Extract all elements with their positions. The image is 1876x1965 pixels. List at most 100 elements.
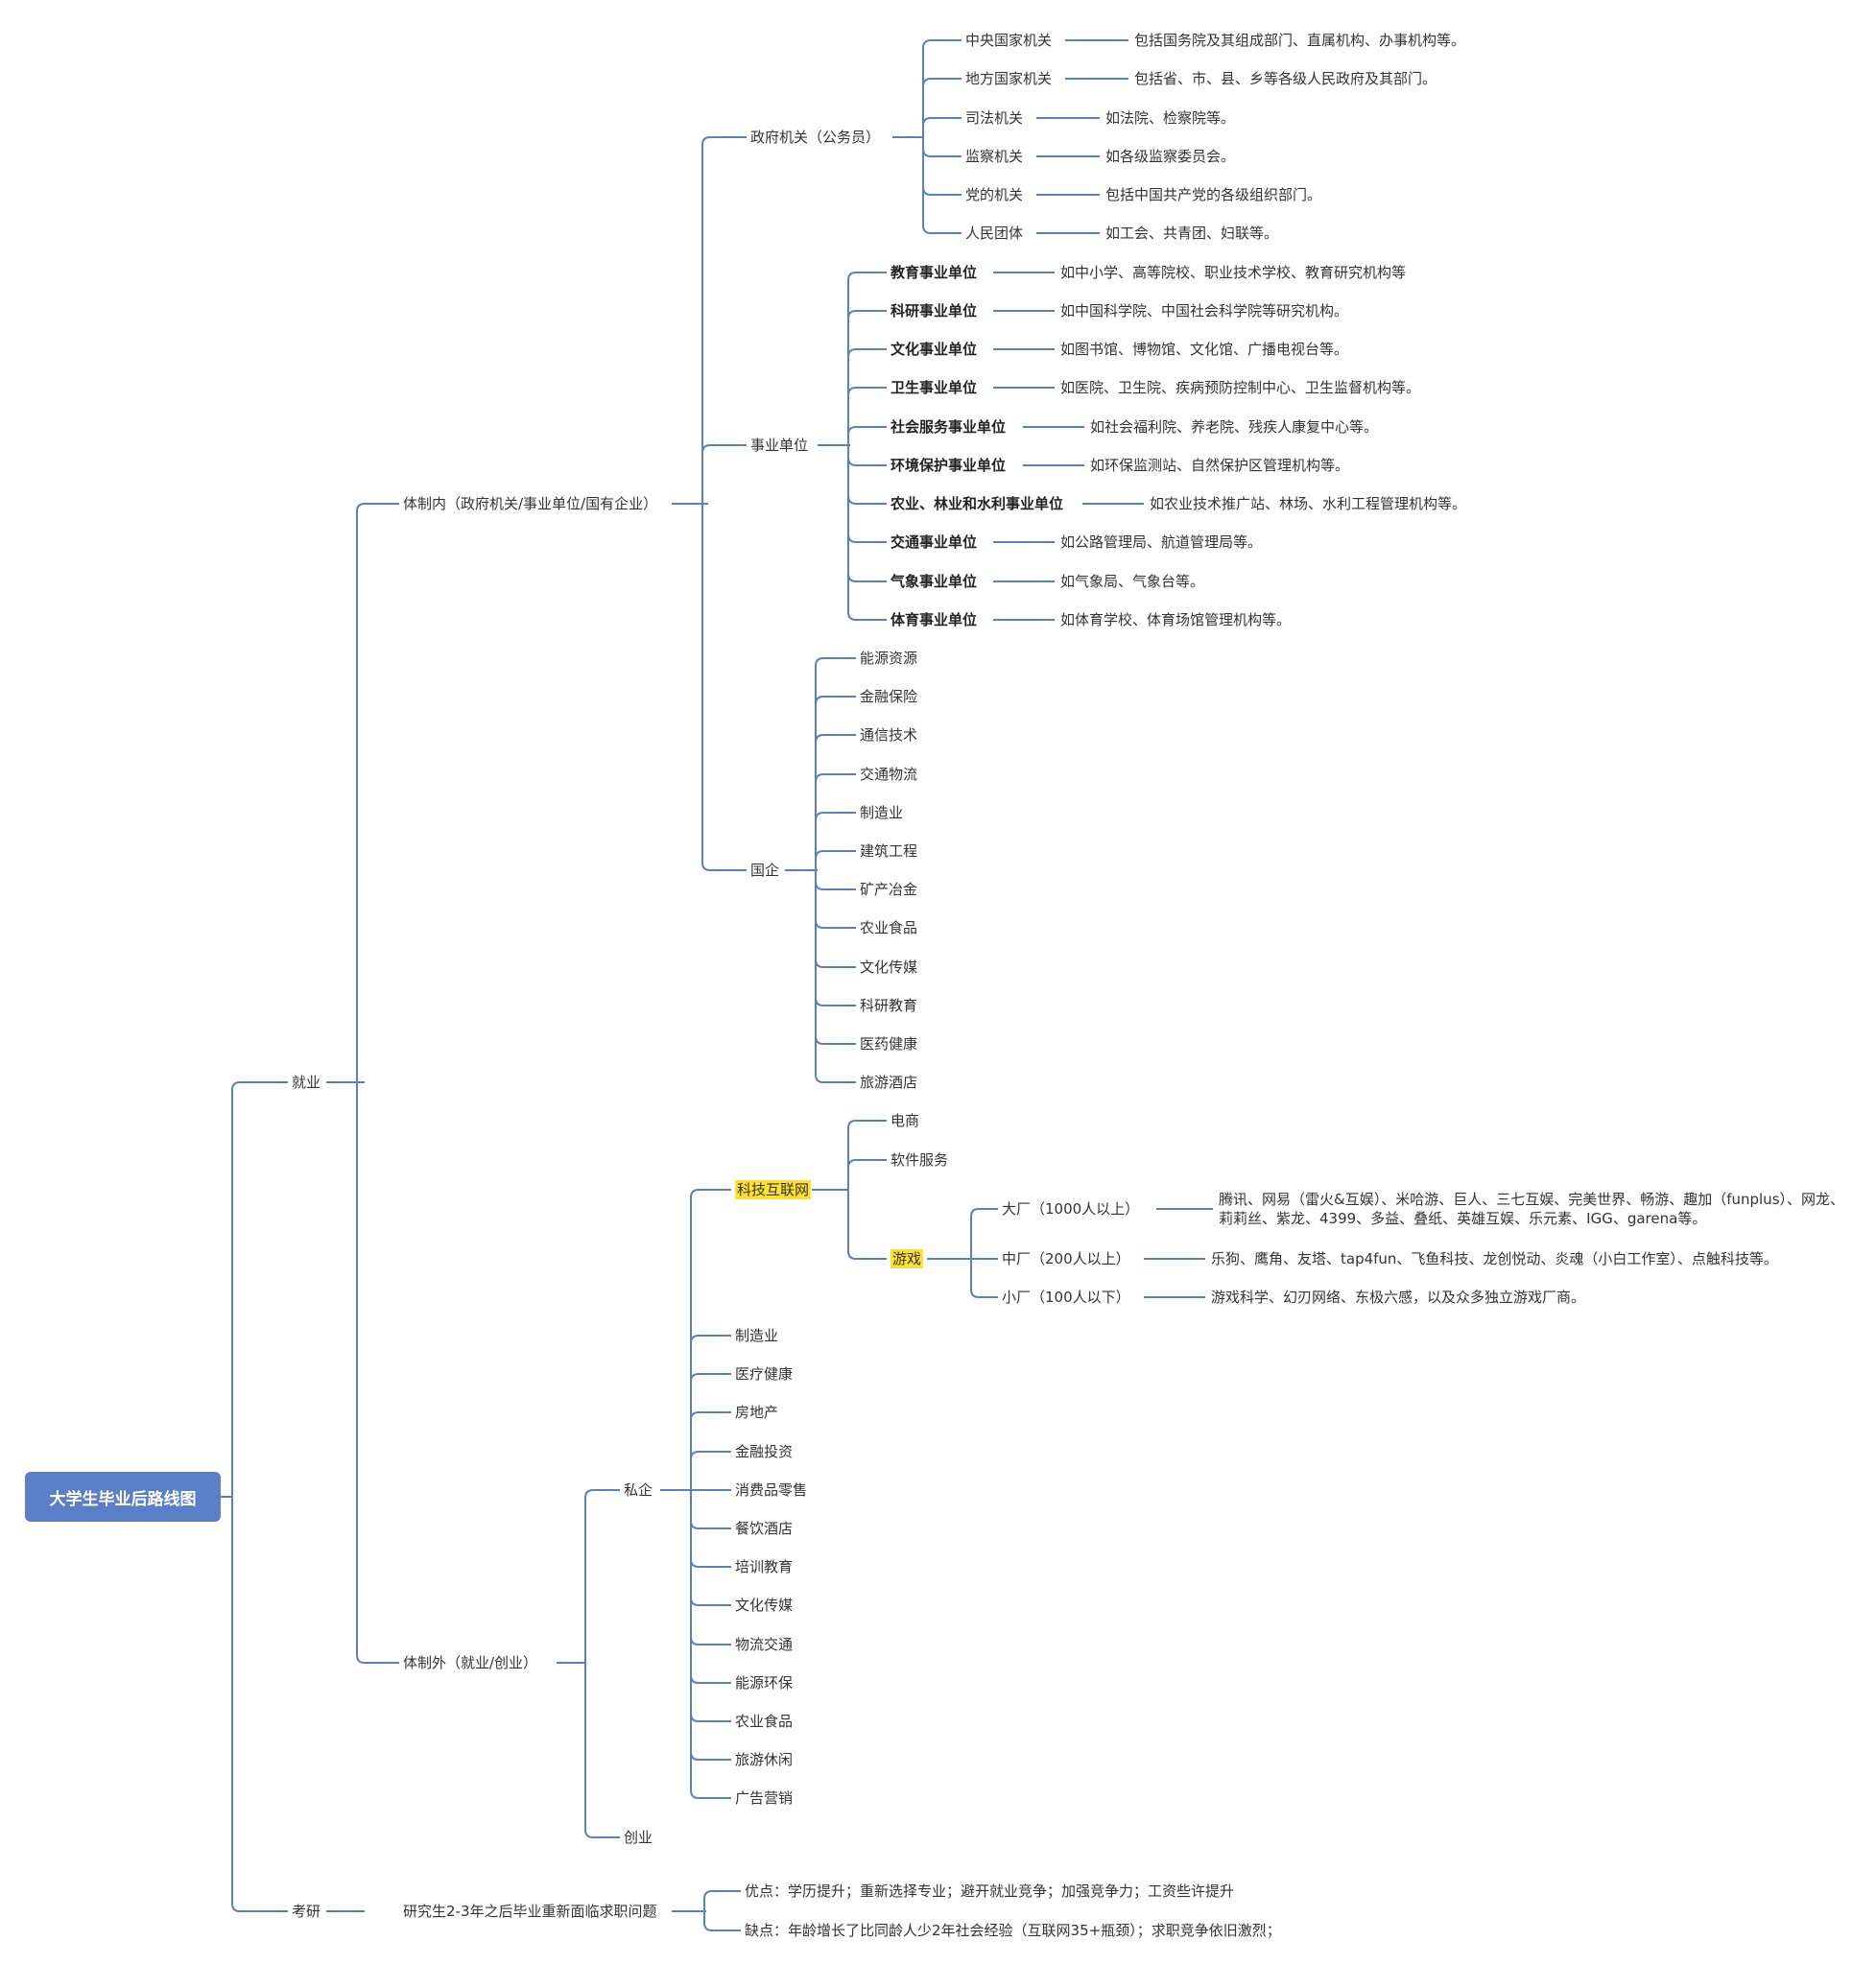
guoqi-item[interactable]: 金融保险 — [860, 688, 918, 705]
game-tier-name[interactable]: 小厂（100人以下） — [1002, 1289, 1130, 1306]
connector — [804, 773, 856, 871]
node-tizhinei[interactable]: 体制内（政府机关/事业单位/国有企业） — [403, 495, 658, 512]
siqi-item[interactable]: 餐饮酒店 — [735, 1520, 794, 1537]
shiye-item-name[interactable]: 环境保护事业单位 — [891, 457, 1007, 474]
node-guoqi[interactable]: 国企 — [750, 862, 780, 879]
game-tier-desc[interactable]: 乐狗、鹰角、友塔、tap4fun、飞鱼科技、龙创悦动、炎魂（小白工作室）、点触科… — [1211, 1250, 1778, 1267]
node-keji[interactable]: 科技互联网 — [735, 1180, 812, 1199]
shiye-item-desc[interactable]: 如体育学校、体育场馆管理机构等。 — [1060, 611, 1292, 628]
siqi-item[interactable]: 广告营销 — [735, 1789, 794, 1807]
gov-item-name[interactable]: 党的机关 — [965, 186, 1024, 203]
siqi-item[interactable]: 能源环保 — [735, 1674, 794, 1692]
connector — [960, 1208, 998, 1260]
gov-item-name[interactable]: 人民团体 — [965, 225, 1024, 242]
connector — [691, 503, 747, 871]
node-chuangye[interactable]: 创业 — [624, 1829, 653, 1846]
siqi-item[interactable]: 房地产 — [735, 1404, 779, 1421]
node-shiye[interactable]: 事业单位 — [750, 437, 809, 454]
guoqi-item[interactable]: 科研教育 — [860, 997, 918, 1014]
connector — [679, 1489, 731, 1606]
root-node[interactable]: 大学生毕业后路线图 — [25, 1472, 221, 1522]
shiye-item-name[interactable]: 社会服务事业单位 — [891, 418, 1007, 436]
siqi-item[interactable]: 培训教育 — [735, 1558, 794, 1575]
gov-item-desc[interactable]: 包括中国共产党的各级组织部门。 — [1105, 186, 1322, 203]
guoqi-item[interactable]: 矿产冶金 — [860, 881, 918, 898]
node-youdian[interactable]: 优点：学历提升；重新选择专业；避开就业竞争；加强竞争力；工资些许提升 — [745, 1882, 1235, 1900]
connector — [912, 39, 962, 138]
gov-item-name[interactable]: 司法机关 — [965, 109, 1024, 127]
guoqi-item[interactable]: 交通物流 — [860, 766, 918, 783]
siqi-item[interactable]: 制造业 — [735, 1327, 779, 1344]
shiye-item-desc[interactable]: 如公路管理局、航道管理局等。 — [1060, 533, 1263, 551]
siqi-item[interactable]: 农业食品 — [735, 1713, 794, 1730]
guoqi-item[interactable]: 文化传媒 — [860, 959, 918, 976]
game-tier-desc[interactable]: 游戏科学、幻刃网络、东极六感，以及众多独立游戏厂商。 — [1211, 1289, 1586, 1306]
shiye-item-desc[interactable]: 如农业技术推广站、林场、水利工程管理机构等。 — [1150, 495, 1467, 512]
shiye-item-name[interactable]: 文化事业单位 — [891, 341, 978, 358]
game-tier-name[interactable]: 中厂（200人以上） — [1002, 1250, 1130, 1267]
guoqi-item[interactable]: 农业食品 — [860, 919, 918, 936]
node-youxi[interactable]: 游戏 — [891, 1249, 924, 1268]
node-quedian[interactable]: 缺点：年龄增长了比同龄人少2年社会经验（互联网35+瓶颈）；求职竞争依旧激烈； — [745, 1922, 1281, 1939]
guoqi-item[interactable]: 旅游酒店 — [860, 1074, 918, 1091]
node-tizhiwai[interactable]: 体制外（就业/创业） — [403, 1654, 538, 1671]
guoqi-item[interactable]: 医药健康 — [860, 1035, 918, 1053]
connector — [679, 1451, 731, 1491]
gov-item-name[interactable]: 监察机关 — [965, 148, 1024, 165]
connector — [837, 444, 887, 543]
game-tier-desc[interactable]: 腾讯、网易（雷火&互娱）、米哈游、巨人、三七互娱、完美世界、畅游、趣加（funp… — [1219, 1191, 1845, 1227]
guoqi-item[interactable]: 通信技术 — [860, 726, 918, 744]
siqi-item[interactable]: 消费品零售 — [735, 1481, 808, 1499]
shiye-item-desc[interactable]: 如环保监测站、自然保护区管理机构等。 — [1090, 457, 1350, 474]
gov-item-name[interactable]: 中央国家机关 — [965, 32, 1053, 49]
node-gov[interactable]: 政府机关（公务员） — [750, 129, 881, 146]
connector — [804, 696, 856, 871]
node-siqi[interactable]: 私企 — [624, 1481, 653, 1499]
shiye-item-name[interactable]: 交通事业单位 — [891, 533, 978, 551]
siqi-item[interactable]: 文化传媒 — [735, 1597, 794, 1614]
shiye-item-desc[interactable]: 如图书馆、博物馆、文化馆、广播电视台等。 — [1060, 341, 1349, 358]
guoqi-item[interactable]: 制造业 — [860, 804, 904, 821]
shiye-item-desc[interactable]: 如中国科学院、中国社会科学院等研究机构。 — [1060, 302, 1349, 320]
shiye-item-name[interactable]: 气象事业单位 — [891, 573, 978, 590]
connector — [804, 657, 856, 871]
siqi-item[interactable]: 金融投资 — [735, 1443, 794, 1460]
gov-item-desc[interactable]: 包括国务院及其组成部门、直属机构、办事机构等。 — [1134, 32, 1466, 49]
connector — [837, 444, 887, 505]
connector — [912, 136, 962, 157]
shiye-item-name[interactable]: 科研事业单位 — [891, 302, 978, 320]
shiye-item-desc[interactable]: 如医院、卫生院、疾病预防控制中心、卫生监督机构等。 — [1060, 379, 1421, 396]
shiye-item-name[interactable]: 体育事业单位 — [891, 611, 978, 628]
connector — [679, 1489, 731, 1761]
gov-item-desc[interactable]: 如各级监察委员会。 — [1105, 148, 1236, 165]
shiye-item-desc[interactable]: 如社会福利院、养老院、残疾人康复中心等。 — [1090, 418, 1379, 436]
siqi-item[interactable]: 旅游休闲 — [735, 1751, 794, 1768]
gov-item-desc[interactable]: 如法院、检察院等。 — [1105, 109, 1236, 127]
node-kaoyan[interactable]: 考研 — [292, 1903, 321, 1920]
shiye-item-name[interactable]: 卫生事业单位 — [891, 379, 978, 396]
node-yanjiusheng[interactable]: 研究生2-3年之后毕业重新面临求职问题 — [403, 1903, 657, 1920]
siqi-item[interactable]: 医疗健康 — [735, 1365, 794, 1383]
gov-item-name[interactable]: 地方国家机关 — [965, 70, 1053, 87]
node-jiuye[interactable]: 就业 — [292, 1074, 321, 1091]
node-ruanjian[interactable]: 软件服务 — [891, 1151, 949, 1169]
connector — [837, 1189, 887, 1260]
connector — [679, 1373, 731, 1491]
shiye-item-desc[interactable]: 如中小学、高等院校、职业技术学校、教育研究机构等 — [1060, 264, 1407, 281]
siqi-item[interactable]: 物流交通 — [735, 1636, 794, 1653]
connector — [837, 444, 887, 466]
connector — [837, 444, 887, 621]
node-dianshang[interactable]: 电商 — [891, 1112, 920, 1129]
guoqi-item[interactable]: 建筑工程 — [860, 842, 918, 860]
shiye-item-desc[interactable]: 如气象局、气象台等。 — [1060, 573, 1205, 590]
shiye-item-name[interactable]: 教育事业单位 — [891, 264, 978, 281]
game-tier-name[interactable]: 大厂（1000人以上） — [1002, 1200, 1140, 1218]
guoqi-item[interactable]: 能源资源 — [860, 650, 918, 667]
connector — [691, 136, 747, 505]
connector — [804, 869, 856, 929]
shiye-item-name[interactable]: 农业、林业和水利事业单位 — [891, 495, 1064, 512]
gov-item-desc[interactable]: 如工会、共青团、妇联等。 — [1105, 225, 1279, 242]
connector — [912, 136, 962, 234]
gov-item-desc[interactable]: 包括省、市、县、乡等各级人民政府及其部门。 — [1134, 70, 1437, 87]
connector — [912, 117, 962, 138]
